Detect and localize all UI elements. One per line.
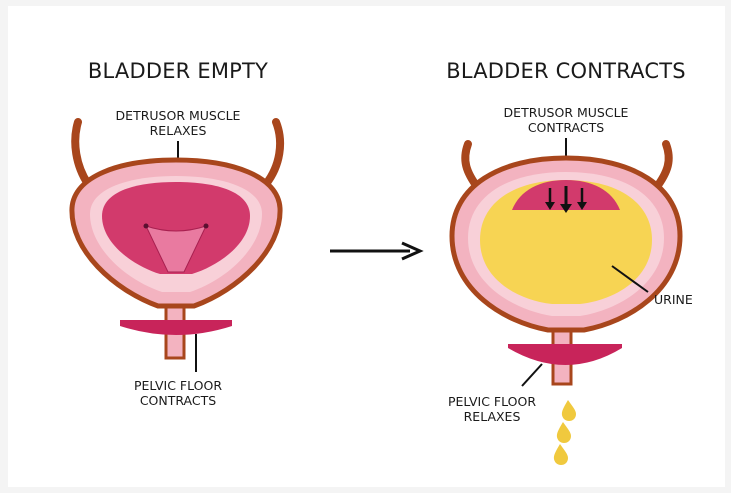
left-detrusor-label-line2: RELAXES bbox=[150, 123, 207, 138]
right-pelvic-label-line1: PELVIC FLOOR bbox=[448, 394, 536, 409]
left-ureter-right bbox=[266, 122, 280, 184]
right-pelvic-floor bbox=[508, 344, 622, 365]
left-ureter-left bbox=[75, 122, 88, 184]
right-pelvic-label-line2: RELAXES bbox=[464, 409, 521, 424]
right-pelvic-pointer bbox=[522, 364, 542, 386]
left-detrusor-label-line1: DETRUSOR MUSCLE bbox=[116, 108, 241, 123]
urine-drop-2 bbox=[557, 422, 571, 443]
right-detrusor-label-line2: CONTRACTS bbox=[528, 120, 604, 135]
left-title: BLADDER EMPTY bbox=[88, 59, 268, 83]
left-bladder bbox=[72, 122, 280, 358]
left-pelvic-label-line2: CONTRACTS bbox=[140, 393, 216, 408]
right-title: BLADDER CONTRACTS bbox=[446, 59, 686, 83]
left-pelvic-floor bbox=[120, 320, 232, 335]
transition-arrow bbox=[330, 243, 420, 259]
urine-label: URINE bbox=[654, 292, 693, 307]
left-ureter-opening-left bbox=[144, 224, 149, 229]
urine-drop-3 bbox=[554, 444, 568, 465]
right-ureter-right bbox=[656, 144, 669, 188]
right-detrusor-label-line1: DETRUSOR MUSCLE bbox=[504, 105, 629, 120]
left-ureter-opening-right bbox=[204, 224, 209, 229]
urine-drop-1 bbox=[562, 400, 576, 421]
left-pelvic-label-line1: PELVIC FLOOR bbox=[134, 378, 222, 393]
